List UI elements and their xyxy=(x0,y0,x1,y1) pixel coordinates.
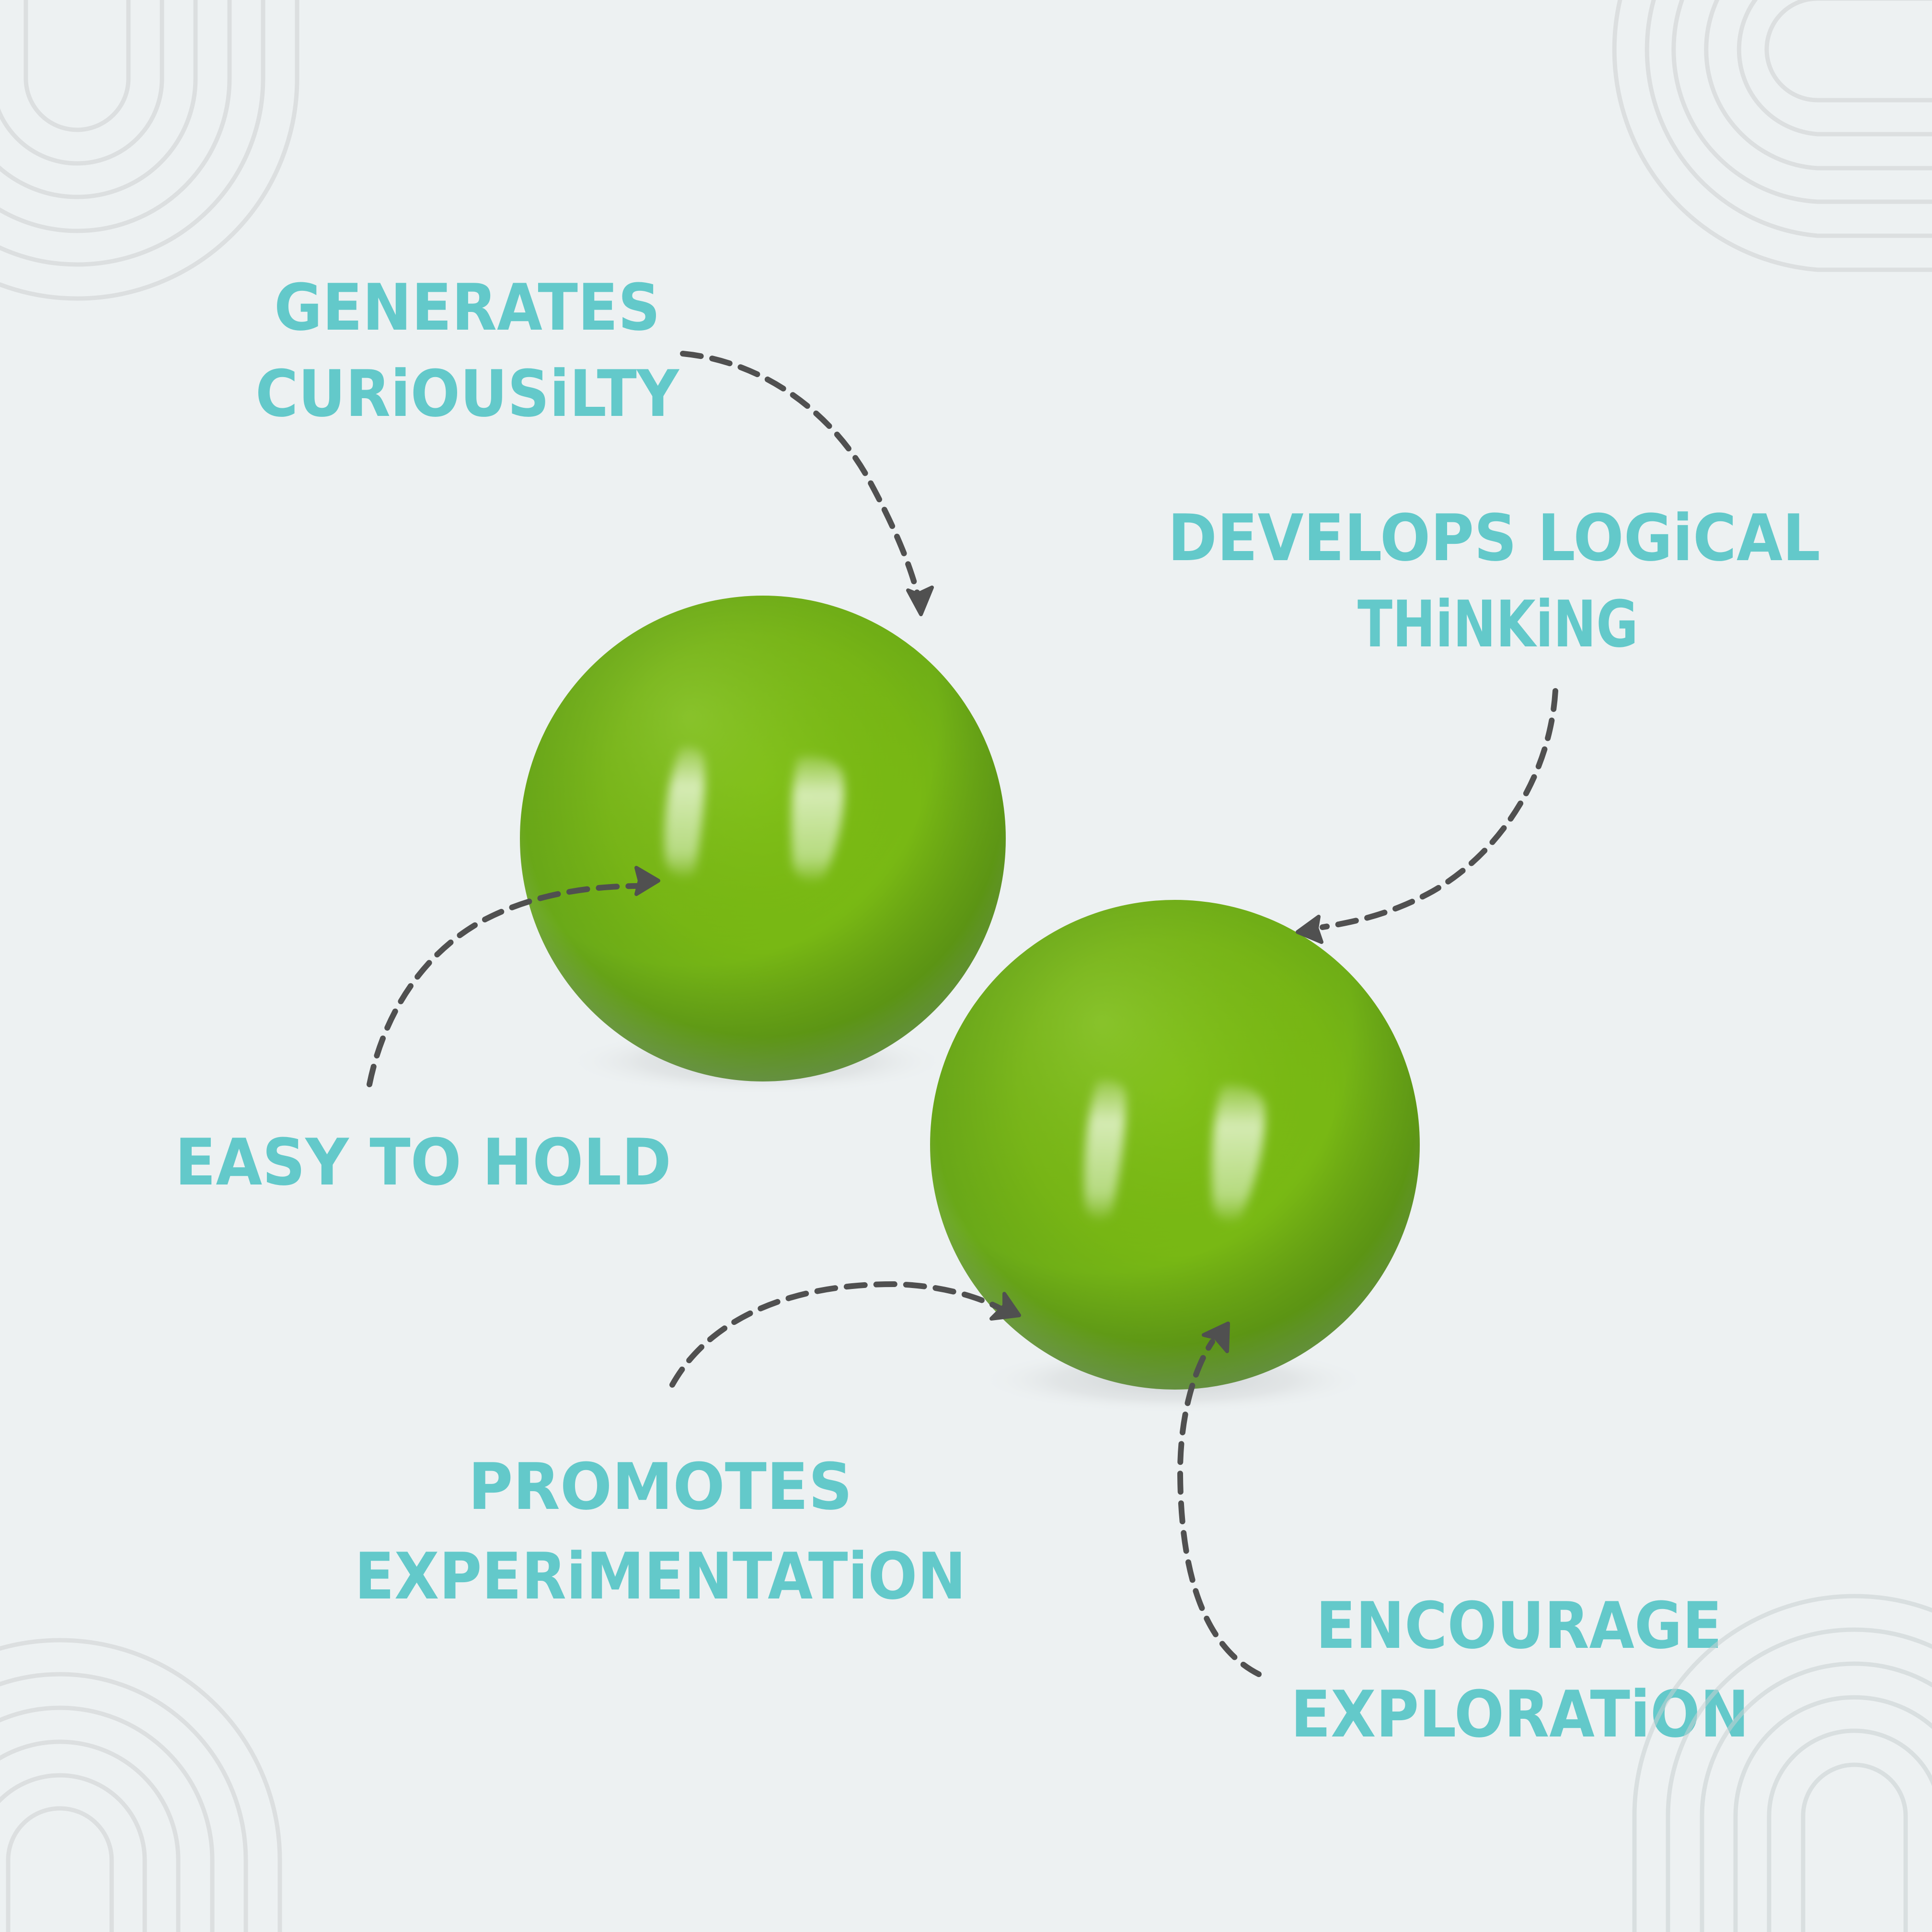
concentric-arches-bottom-right-icon xyxy=(1632,1594,1932,1932)
label-line: EASY TO HOLD xyxy=(175,1125,671,1200)
dashed-curved-arrow-icon xyxy=(367,866,660,1087)
arrow-easy-to-hold xyxy=(367,866,660,1087)
dashed-curved-arrow-icon xyxy=(1177,1322,1262,1677)
concentric-arches-bottom-left-icon xyxy=(0,1638,282,1932)
corner-decoration-bottom-left xyxy=(0,1638,282,1932)
label-line: THiNKiNG xyxy=(1357,587,1638,662)
dashed-curved-arrow-icon xyxy=(1296,688,1558,944)
green-ball-2 xyxy=(930,900,1420,1390)
label-line: PROMOTES xyxy=(468,1449,852,1524)
arrow-exploration xyxy=(1177,1322,1262,1677)
corner-decoration-top-right xyxy=(1612,0,1932,272)
corner-decoration-top-left xyxy=(0,0,299,301)
dashed-curved-arrow-icon xyxy=(680,351,934,616)
label-line: CURiOUSiLTY xyxy=(255,356,680,431)
dashed-curved-arrow-icon xyxy=(669,1281,1021,1388)
label-line: EXPERiMENTATiON xyxy=(355,1539,966,1614)
label-easy-to-hold: EASY TO HOLD xyxy=(175,1125,671,1200)
label-line: EXPLORATiON xyxy=(1291,1677,1749,1752)
label-line: DEVELOPS LOGiCAL xyxy=(1168,501,1820,575)
arrow-experimentation xyxy=(669,1281,1021,1388)
concentric-arches-top-left-icon xyxy=(0,0,299,301)
concentric-arches-top-right-icon xyxy=(1612,0,1932,272)
label-line: GENERATES xyxy=(274,270,660,345)
label-develops-logical-thinking: DEVELOPS LOGiCAL THiNKiNG xyxy=(1168,501,1820,662)
gloss-highlight xyxy=(1084,1080,1265,1222)
arrow-logical-thinking xyxy=(1296,688,1558,944)
arrow-curiosity xyxy=(680,351,934,616)
corner-decoration-bottom-right xyxy=(1632,1594,1932,1932)
label-promotes-experimentation: PROMOTES EXPERiMENTATiON xyxy=(355,1449,966,1614)
label-line: ENCOURAGE xyxy=(1316,1588,1722,1663)
label-generates-curiosity: GENERATES CURiOUSiLTY xyxy=(255,270,680,431)
gloss-highlight xyxy=(664,747,844,882)
label-encourage-exploration: ENCOURAGE EXPLORATiON xyxy=(1291,1588,1749,1752)
green-ball-1 xyxy=(520,596,1006,1081)
